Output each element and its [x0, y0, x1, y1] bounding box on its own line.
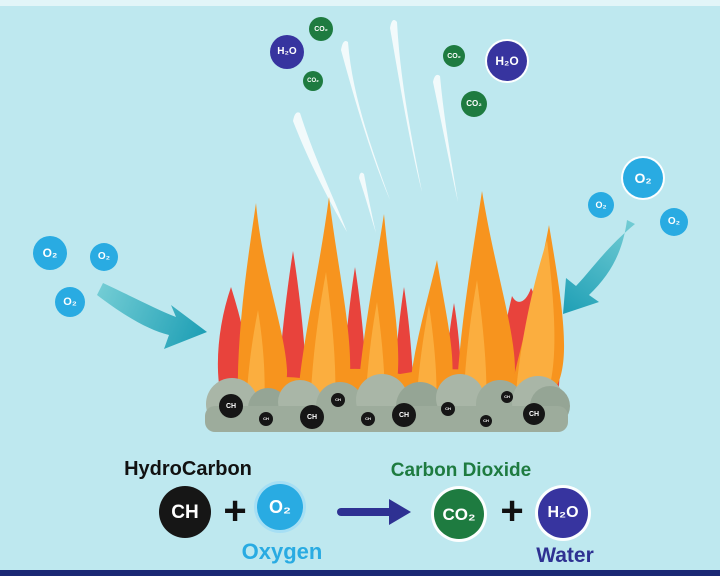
o2-molecule: O₂	[623, 158, 663, 198]
top-edge-highlight	[0, 0, 720, 6]
co2-molecule: CO₂	[303, 71, 323, 91]
ch-coal: CH	[259, 412, 273, 426]
plus-sign-1: +	[223, 489, 247, 533]
co2-symbol: CO₂	[442, 504, 476, 524]
hydrocarbon-label: HydroCarbon	[124, 458, 252, 480]
o2-molecule: O₂	[33, 236, 67, 270]
ch-coal: CH	[523, 403, 545, 425]
o2-molecule: O₂	[660, 208, 688, 236]
smoke-wisps	[293, 20, 458, 233]
co2-molecule: CO₂	[461, 91, 487, 117]
oxygen-intake-arrows	[97, 220, 635, 349]
ch-symbol: CH	[171, 501, 199, 523]
co2-molecule: CO₂	[309, 17, 333, 41]
o2-reactant-circle: O₂	[257, 484, 303, 530]
plus-sign-2: +	[500, 489, 524, 533]
reaction-arrow-head	[389, 499, 411, 525]
ch-coal: CH	[219, 394, 243, 418]
co2-product-circle: CO₂	[434, 489, 484, 539]
o2-molecule: O₂	[55, 287, 85, 317]
o2-molecule: O₂	[90, 243, 118, 271]
left-arrow-icon	[97, 283, 207, 349]
right-arrow-icon	[563, 220, 635, 314]
water-label: Water	[536, 544, 594, 567]
h2o-molecule: H₂O	[487, 41, 527, 81]
ch-coal: CH	[480, 415, 492, 427]
ch-coal: CH	[441, 402, 455, 416]
bottom-edge-bar	[0, 570, 720, 576]
carbon-dioxide-label: Carbon Dioxide	[390, 460, 532, 481]
reaction-arrow-shaft	[337, 508, 393, 516]
ch-coal: CH	[331, 393, 345, 407]
h2o-molecule: H₂O	[270, 35, 304, 69]
ch-coal: CH	[392, 403, 416, 427]
ch-coal: CH	[300, 405, 324, 429]
o2-symbol: O₂	[269, 497, 291, 517]
ch-coal: CH	[501, 391, 513, 403]
h2o-product-circle: H₂O	[538, 488, 588, 538]
o2-molecule: O₂	[588, 192, 614, 218]
co2-molecule: CO₂	[443, 45, 465, 67]
ch-reactant-circle: CH	[159, 486, 211, 538]
ch-coal: CH	[361, 412, 375, 426]
reaction-arrow-icon	[337, 499, 411, 525]
oxygen-label: Oxygen	[241, 539, 323, 564]
h2o-symbol: H₂O	[547, 504, 579, 521]
